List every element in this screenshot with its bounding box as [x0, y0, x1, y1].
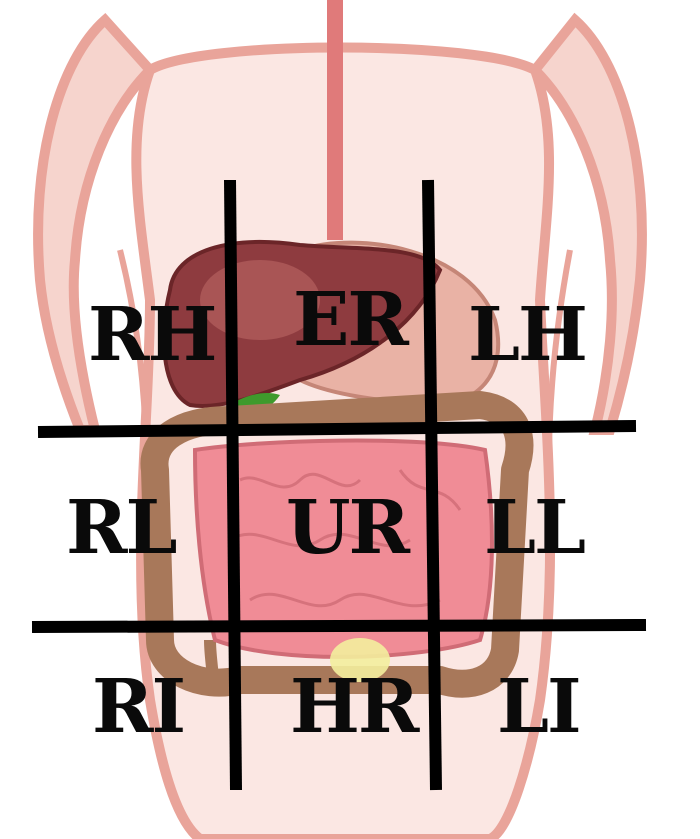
label-rl: RL: [66, 485, 176, 571]
grid-vertical-left: [428, 180, 436, 790]
grid-vertical-right: [230, 180, 236, 790]
label-hr: HR: [290, 664, 420, 750]
label-ur: UR: [286, 485, 411, 571]
grid-horizontal-lower: [32, 625, 646, 627]
region-labels: RH ER LH RL UR LL RI HR LI: [66, 277, 586, 750]
label-li: LI: [497, 664, 580, 750]
label-lh: LH: [468, 292, 586, 378]
label-ll: LL: [484, 485, 585, 571]
label-ri: RI: [92, 664, 184, 750]
grid-horizontal-upper: [38, 426, 636, 432]
label-er: ER: [293, 277, 409, 363]
label-rh: RH: [88, 292, 215, 378]
